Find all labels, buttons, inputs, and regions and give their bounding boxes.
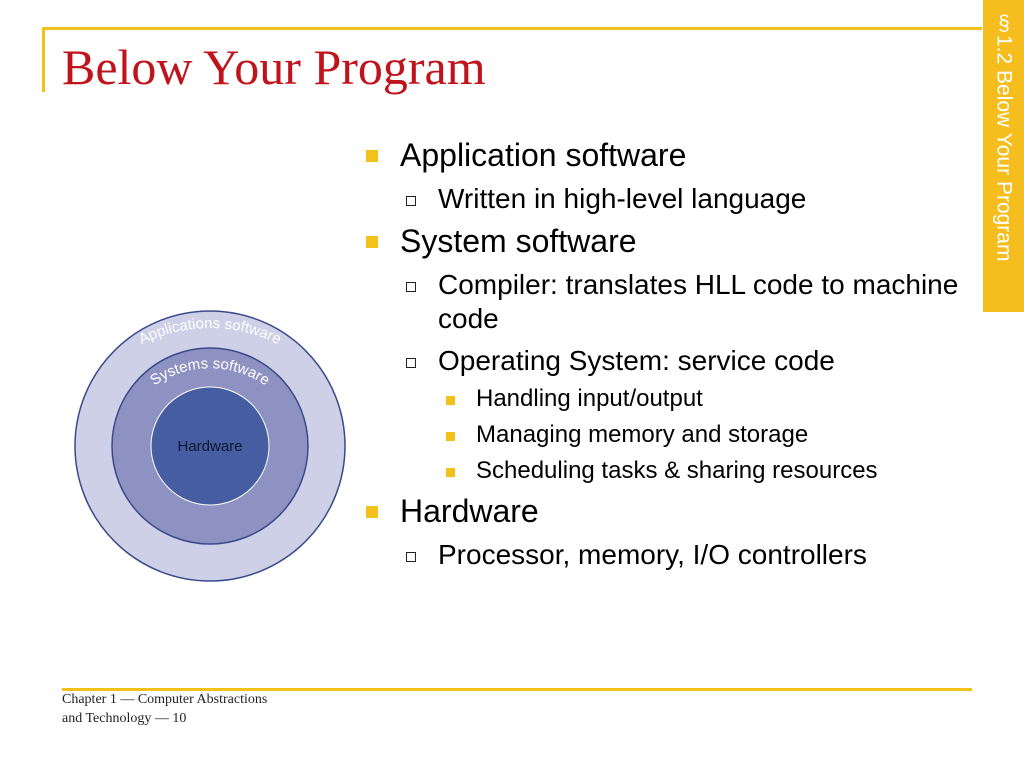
small-square-bullet-icon xyxy=(446,468,455,477)
section-tab xyxy=(983,0,1024,312)
square-bullet-icon xyxy=(366,236,378,248)
hollow-square-bullet-icon xyxy=(406,358,416,368)
bullet-hardware: Hardware xyxy=(360,492,975,530)
hollow-square-bullet-icon xyxy=(406,282,416,292)
hollow-square-bullet-icon xyxy=(406,552,416,562)
frame-top-line xyxy=(42,27,982,30)
sub-sub-bullet: Scheduling tasks & sharing resources xyxy=(360,456,975,486)
section-tab-label: §1.2 Below Your Program xyxy=(992,12,1016,262)
footer-text: Chapter 1 — Computer Abstractions and Te… xyxy=(62,692,268,726)
sub-bullet: Compiler: translates HLL code to machine… xyxy=(360,268,975,336)
hollow-square-bullet-icon xyxy=(406,196,416,206)
small-square-bullet-icon xyxy=(446,396,455,405)
footer-line xyxy=(62,688,972,691)
small-square-bullet-icon xyxy=(446,432,455,441)
sub-sub-bullet: Managing memory and storage xyxy=(360,420,975,450)
slide-title: Below Your Program xyxy=(62,39,486,95)
bullet-system-software: System software xyxy=(360,222,975,260)
bullet-list: Application software Written in high-lev… xyxy=(360,130,975,572)
hardware-label: Hardware xyxy=(177,438,242,455)
sub-bullet: Operating System: service code xyxy=(360,344,975,378)
frame-left-line xyxy=(42,27,45,92)
hardware-core xyxy=(150,386,270,506)
bullet-application-software: Application software xyxy=(360,136,975,174)
sub-sub-bullet: Handling input/output xyxy=(360,384,975,414)
square-bullet-icon xyxy=(366,506,378,518)
sub-bullet: Processor, memory, I/O controllers xyxy=(360,538,975,572)
sub-bullet: Written in high-level language xyxy=(360,182,975,216)
software-layers-diagram: Applications software Systems software H… xyxy=(74,310,346,582)
square-bullet-icon xyxy=(366,150,378,162)
